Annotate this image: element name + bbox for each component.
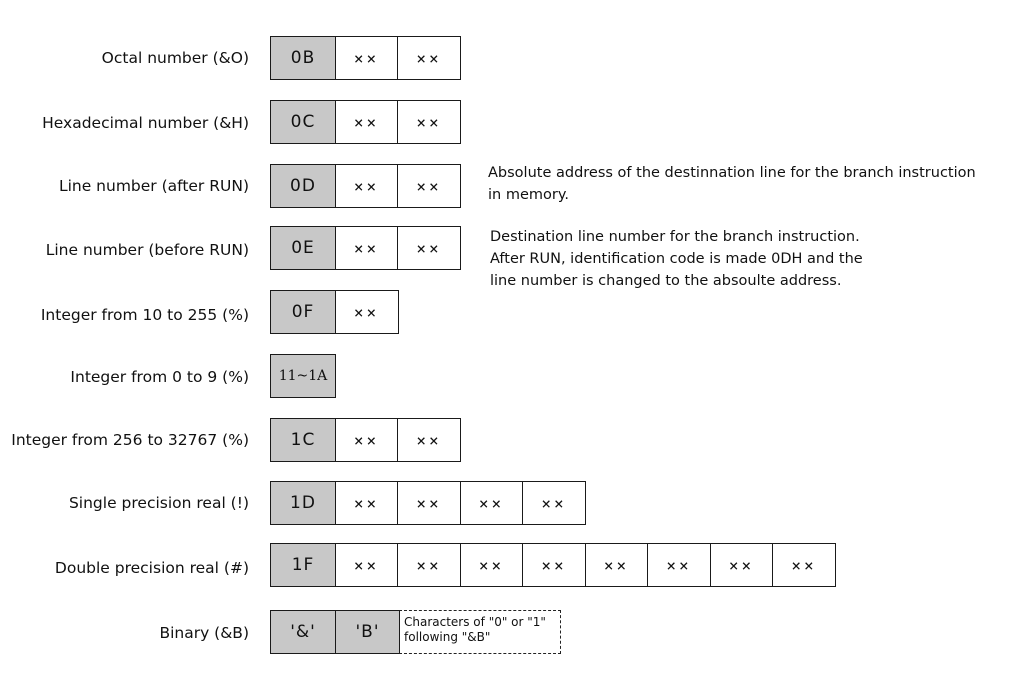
id-code-cell: 1F: [270, 543, 336, 587]
id-code-cell: 0F: [270, 290, 336, 334]
data-byte-cell: ××: [709, 543, 774, 587]
id-code-cell: 11~1A: [270, 354, 336, 398]
data-byte-cell: ××: [584, 543, 649, 587]
byte-layout-binary: '&' 'B' Characters of "0" or "1" followi…: [270, 610, 561, 654]
id-code-cell: 0D: [270, 164, 336, 208]
binary-characters-cell: Characters of "0" or "1" following "&B": [399, 610, 561, 654]
row-label-binary: Binary (&B): [159, 624, 249, 642]
b-code-cell: 'B': [334, 610, 401, 654]
data-byte-cell: ××: [459, 543, 524, 587]
byte-layout-double-precision: 1F ×× ×× ×× ×× ×× ×× ×× ××: [270, 543, 836, 587]
data-byte-cell: ××: [396, 164, 461, 208]
data-byte-cell: ××: [334, 36, 399, 80]
data-byte-cell: ××: [334, 164, 399, 208]
row-label-integer-0-9: Integer from 0 to 9 (%): [70, 368, 249, 386]
data-byte-cell: ××: [521, 481, 586, 525]
row-label-line-after-run: Line number (after RUN): [58, 177, 249, 195]
row-label-integer-256-32767: Integer from 256 to 32767 (%): [11, 431, 249, 449]
row-label-line-before-run: Line number (before RUN): [45, 241, 249, 259]
id-code-cell: 1D: [270, 481, 336, 525]
note-before-run-line-2: After RUN, identification code is made 0…: [490, 251, 863, 267]
id-code-cell: 0E: [270, 226, 336, 270]
note-before-run-line-1: Destination line number for the branch i…: [490, 229, 860, 245]
data-byte-cell: ××: [459, 481, 524, 525]
byte-layout-line-after-run: 0D ×× ××: [270, 164, 461, 208]
byte-layout-octal: 0B ×× ××: [270, 36, 461, 80]
data-byte-cell: ××: [396, 226, 461, 270]
id-code-cell: 0C: [270, 100, 336, 144]
note-after-run: Absolute address of the destinnation lin…: [488, 162, 976, 206]
note-after-run-line-1: Absolute address of the destinnation lin…: [488, 165, 976, 181]
ampersand-code-cell: '&': [270, 610, 336, 654]
data-byte-cell: ××: [771, 543, 836, 587]
byte-layout-single-precision: 1D ×× ×× ×× ××: [270, 481, 586, 525]
note-after-run-line-2: in memory.: [488, 187, 569, 203]
data-byte-cell: ××: [396, 418, 461, 462]
byte-layout-integer-10-255: 0F ××: [270, 290, 399, 334]
byte-layout-integer-0-9: 11~1A: [270, 354, 336, 398]
row-label-octal: Octal number (&O): [101, 49, 249, 67]
data-byte-cell: ××: [334, 481, 399, 525]
byte-layout-line-before-run: 0E ×× ××: [270, 226, 461, 270]
row-label-single-precision: Single precision real (!): [68, 494, 249, 512]
data-byte-cell: ××: [396, 543, 461, 587]
note-before-run: Destination line number for the branch i…: [490, 226, 863, 292]
byte-layout-hexadecimal: 0C ×× ××: [270, 100, 461, 144]
data-byte-cell: ××: [396, 100, 461, 144]
note-before-run-line-3: line number is changed to the absoulte a…: [490, 273, 842, 289]
data-byte-cell: ××: [334, 418, 399, 462]
data-byte-cell: ××: [396, 36, 461, 80]
data-byte-cell: ××: [334, 226, 399, 270]
row-label-integer-10-255: Integer from 10 to 255 (%): [40, 306, 249, 324]
id-code-cell: 1C: [270, 418, 336, 462]
data-byte-cell: ××: [521, 543, 586, 587]
byte-layout-integer-256-32767: 1C ×× ××: [270, 418, 461, 462]
data-byte-cell: ××: [334, 543, 399, 587]
row-label-double-precision: Double precision real (#): [54, 559, 249, 577]
row-label-hexadecimal: Hexadecimal number (&H): [42, 114, 249, 132]
data-byte-cell: ××: [396, 481, 461, 525]
data-byte-cell: ××: [646, 543, 711, 587]
data-byte-cell: ××: [334, 100, 399, 144]
data-byte-cell: ××: [334, 290, 399, 334]
id-code-cell: 0B: [270, 36, 336, 80]
